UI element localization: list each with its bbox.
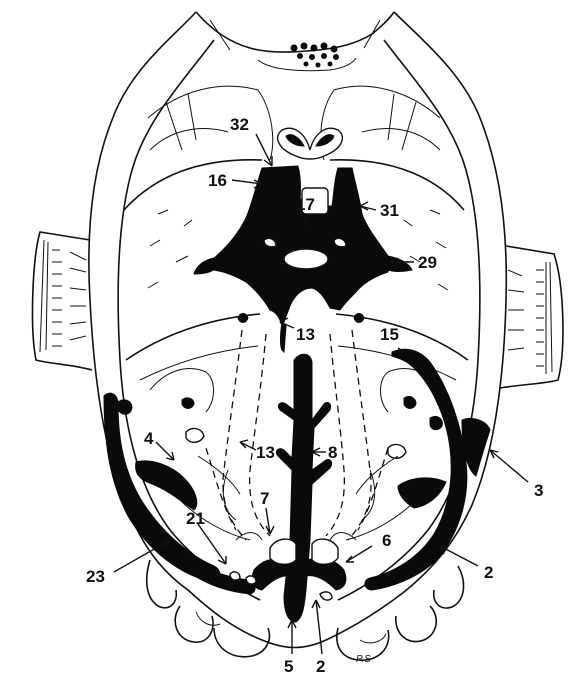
cribriform-plate [291,43,339,67]
label-3: 3 [534,481,543,500]
label-21: 21 [186,509,205,528]
label-6: 6 [382,531,391,550]
anterior-clinoid-processes [278,128,343,159]
label-5: 5 [284,657,293,676]
artist-signature: P.S [356,654,371,665]
label-8: 8 [328,443,337,462]
label-16: 16 [208,171,227,190]
left-zygomatic-process [33,232,92,370]
right-transverse-sinus [365,349,490,590]
label-13-lower: 13 [256,443,275,462]
label-29: 29 [418,253,437,272]
right-zygomatic-process [500,246,563,388]
label-31: 31 [380,201,399,220]
label-15: 15 [380,325,399,344]
label-13-upper: 13 [296,325,315,344]
label-2-bottom: 2 [316,657,325,676]
label-7: 7 [260,489,269,508]
label-2-right: 2 [484,563,493,582]
label-4: 4 [144,429,154,448]
label-23: 23 [86,567,105,586]
label-17: 17 [296,195,315,214]
label-32: 32 [230,115,249,134]
